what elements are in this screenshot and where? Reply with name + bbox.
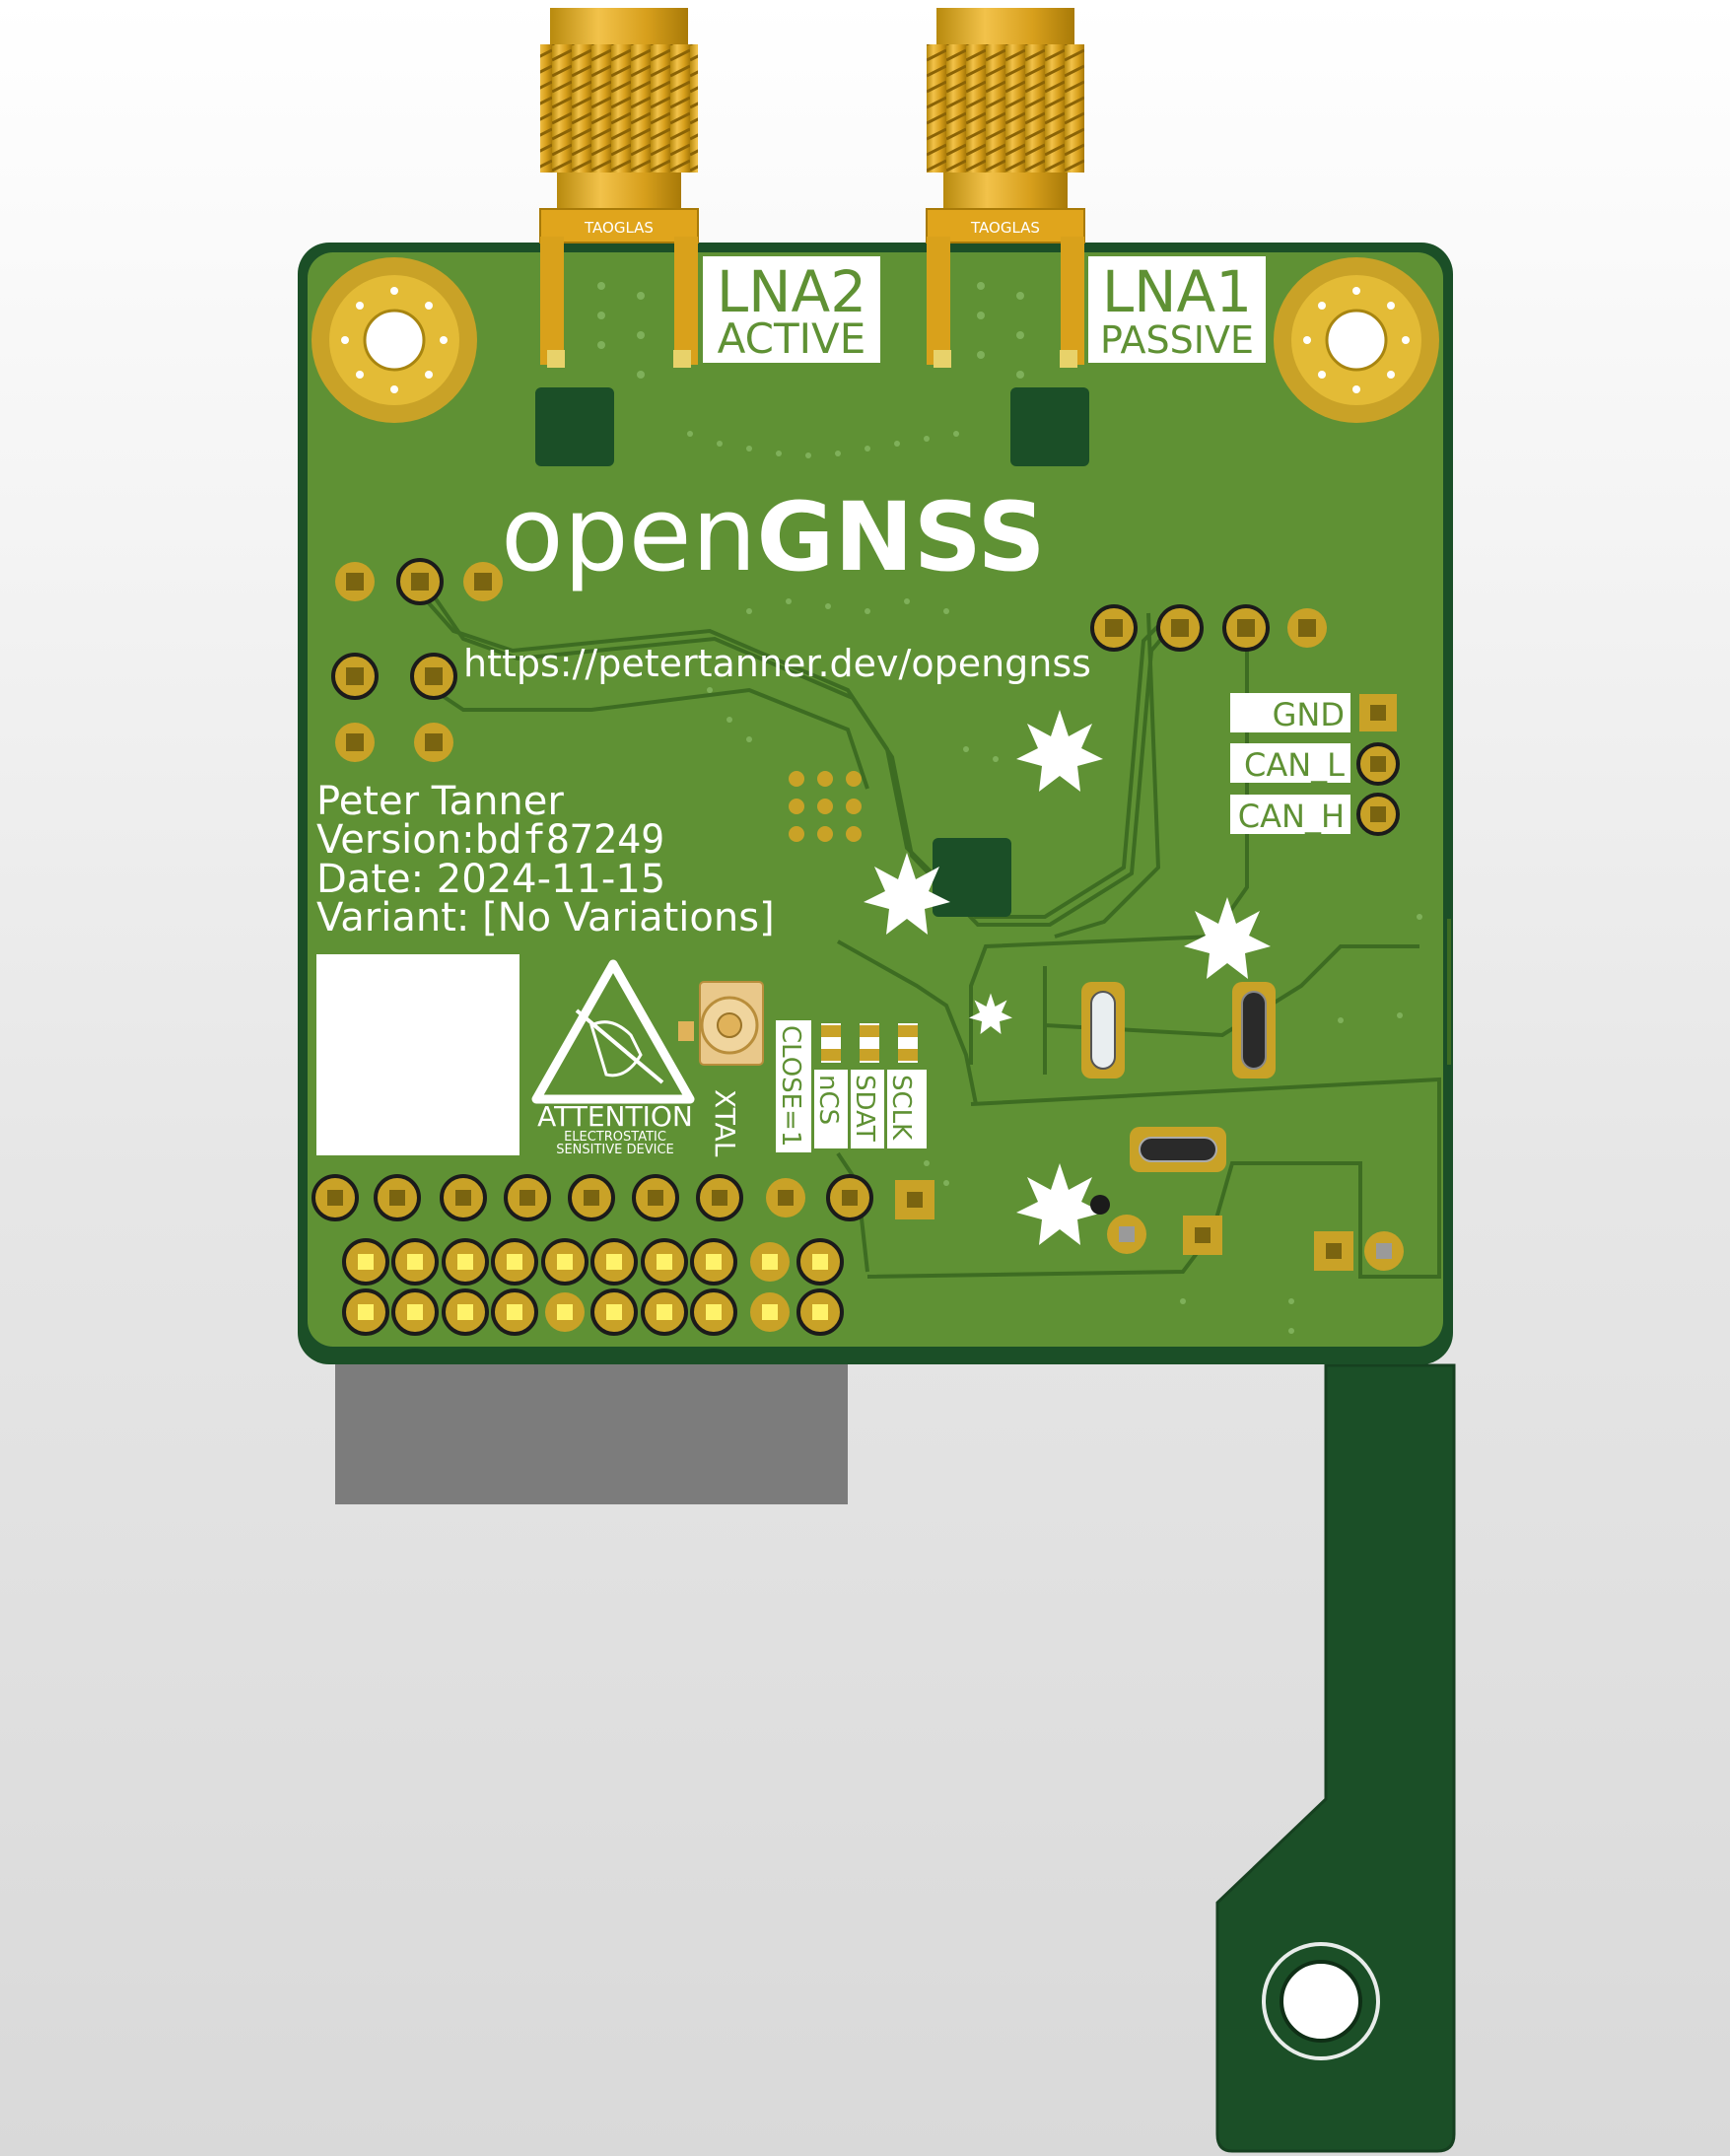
sdat-label: SDAT (850, 1075, 879, 1142)
header-row-bottom (342, 1288, 844, 1336)
can-pads (1356, 694, 1400, 836)
logo: openGNSS (501, 474, 1046, 594)
th-pads-left (331, 558, 503, 762)
esd-warning-icon (531, 959, 695, 1104)
ufl-connector (678, 981, 764, 1066)
can-gnd-label: GND (1273, 696, 1345, 733)
header-row-top (311, 1174, 873, 1221)
pin-header-body (335, 1360, 848, 1504)
lna-pad-left (535, 387, 614, 466)
solder-jumpers (821, 1023, 918, 1063)
esd-title: ATTENTION (537, 1100, 693, 1133)
test-point-grid (789, 771, 862, 842)
mounting-hole-right (1274, 257, 1439, 423)
author: Peter Tanner (316, 779, 564, 824)
date: Date: 2024-11-15 (316, 857, 665, 902)
via-field (597, 282, 1422, 1334)
project-url: https://petertanner.dev/opengnss (463, 642, 1091, 685)
lna1-sublabel: PASSIVE (1100, 318, 1254, 362)
version: Version:bdf87249 (316, 817, 664, 863)
misc-pads-right (895, 1180, 1404, 1271)
pcb-bracket (1215, 1363, 1456, 2153)
esd-line2: SENSITIVE DEVICE (556, 1143, 674, 1157)
sclk-label: SCLK (886, 1075, 916, 1141)
header-row-middle (342, 1238, 844, 1286)
xtal-label: XTAL (709, 1089, 741, 1157)
blank-label-area (316, 954, 519, 1155)
can-l-label: CAN_L (1244, 746, 1345, 784)
sma-brand-right: TAOGLAS (970, 219, 1040, 237)
th-pads-right (1090, 604, 1327, 652)
can-h-label: CAN_H (1238, 798, 1345, 835)
lna1-label: LNA1 (1102, 258, 1252, 325)
lna2-label: LNA2 (717, 258, 866, 325)
sma-connector-lna1 (926, 8, 1085, 368)
bracket-mounting-hole (1262, 1942, 1380, 2060)
esd-line1: ELECTROSTATIC (564, 1130, 666, 1145)
ncs-label: nCS (813, 1075, 843, 1125)
slot-pads (1081, 982, 1276, 1172)
lna2-sublabel: ACTIVE (718, 314, 866, 363)
variant: Variant: [No Variations] (316, 895, 775, 940)
mounting-hole-left (311, 257, 477, 423)
lna-pad-right (1010, 387, 1089, 466)
sma-connector-lna2 (539, 8, 699, 368)
gnss-ic-pad (933, 838, 1011, 917)
close-label: CLOSE=1 (776, 1025, 805, 1147)
sma-brand-left: TAOGLAS (584, 219, 654, 237)
